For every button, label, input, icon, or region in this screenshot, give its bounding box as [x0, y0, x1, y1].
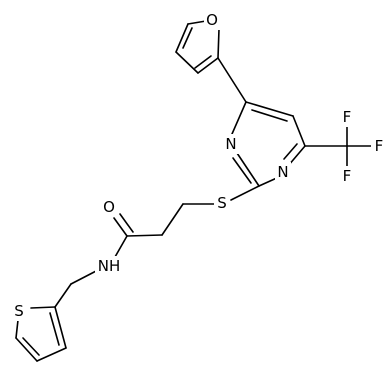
fluorine-top-label: F: [343, 108, 352, 126]
bond-carbonyl-o-double: [119, 213, 134, 233]
fluorine-top-atom: F: [339, 107, 355, 127]
carbonyl-oxygen-atom: O: [100, 197, 118, 217]
bond-ch2-thiophene: [54, 283, 72, 308]
furan-oxygen-atom: O: [204, 10, 220, 30]
bond-thio-c2-s: [30, 306, 56, 309]
bond-carbonyl-n: [114, 235, 128, 258]
bond-ch2-ch2: [161, 203, 184, 236]
bond-ch2-carbonyl: [126, 234, 163, 237]
bond-thio-c5-c4: [15, 337, 38, 362]
atom-label-layer: O N N F F F: [11, 10, 387, 321]
fluorine-bottom-label: F: [343, 167, 352, 185]
bond-pyr-n3-c4: [231, 101, 247, 135]
pyrimidine-nitrogen-upper-label: N: [225, 135, 236, 153]
bond-pyr-c4-c5: [245, 101, 294, 117]
bond-furan-c4-c5-inner: [182, 27, 193, 49]
bond-furan-c5-o: [187, 20, 207, 25]
fluorine-right-atom: F: [371, 136, 387, 156]
furan-oxygen-label: O: [206, 11, 218, 29]
fluorine-bottom-atom: F: [339, 166, 355, 186]
bond-c2-s: [230, 185, 260, 201]
bond-pyr-c4-c5-inner: [251, 109, 288, 122]
fluorine-right-label: F: [375, 137, 384, 155]
bond-pyr-c2-n3: [236, 152, 260, 187]
bond-pyr-c2-n3-inner: [232, 157, 252, 184]
bond-thio-c3-c2: [54, 306, 67, 349]
thioether-sulfur-label: S: [217, 194, 227, 212]
bond-layer: [15, 20, 372, 362]
pyrimidine-nitrogen-upper-atom: N: [223, 134, 239, 154]
thiophene-sulfur-atom: S: [11, 301, 27, 321]
carbonyl-oxygen-label: O: [103, 198, 115, 216]
pyrimidine-nitrogen-lower-label: N: [277, 163, 288, 181]
bond-pyr-c6-n1-inner: [283, 143, 298, 160]
bond-furan-c3-c4: [175, 51, 199, 74]
pyrimidine-nitrogen-lower-atom: N: [275, 162, 291, 182]
bond-thio-c5-c4-inner: [22, 337, 40, 356]
bond-thio-c4-c3: [36, 347, 67, 362]
bond-carbonyl-o: [113, 217, 128, 237]
amide-nitrogen-atom: NH: [95, 256, 123, 276]
amide-nitrogen-label: NH: [98, 257, 121, 275]
thiophene-sulfur-label: S: [14, 302, 24, 320]
bond-furan-c4-c5: [175, 23, 189, 53]
bond-furan-c2-c3-inner: [194, 55, 212, 69]
bond-furan-o-c2: [217, 28, 220, 59]
bond-furan-pyrimidine: [217, 57, 247, 103]
thioether-sulfur-atom: S: [214, 193, 230, 213]
bond-pyr-c5-c6: [292, 115, 306, 147]
bond-furan-c2-c3: [197, 57, 219, 74]
bond-thio-s-c5: [15, 319, 19, 339]
bond-thio-c3-c2-inner: [49, 312, 60, 346]
